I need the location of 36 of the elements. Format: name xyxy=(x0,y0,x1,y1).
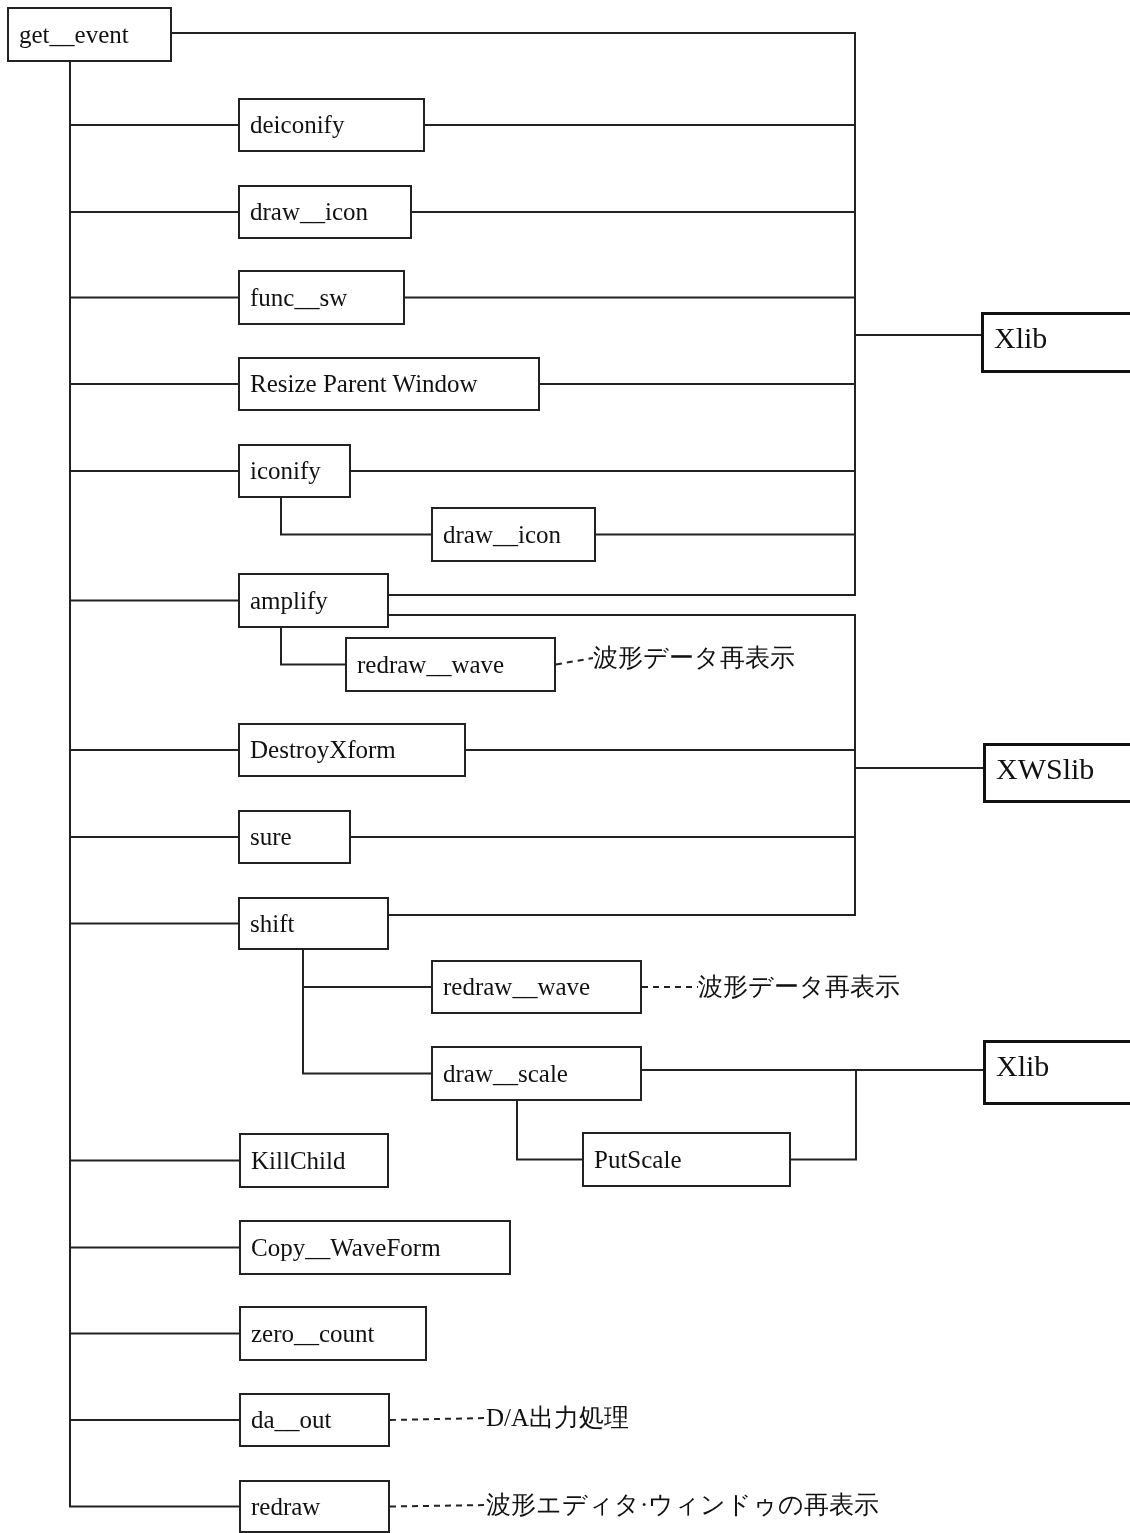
function-box: iconify xyxy=(238,444,351,498)
note-text: 波形データ再表示 xyxy=(698,972,900,1002)
function-box: KillChild xyxy=(239,1133,389,1188)
connector-line xyxy=(516,1100,583,1161)
function-box: Resize Parent Window xyxy=(238,357,540,411)
note-text: 波形データ再表示 xyxy=(593,643,795,673)
library-box: Xlib xyxy=(981,312,1130,373)
leader-line xyxy=(641,986,699,988)
function-box: DestroyXform xyxy=(238,723,466,777)
function-box: draw__scale xyxy=(431,1046,642,1101)
function-box: redraw__wave xyxy=(345,637,556,692)
connector-line xyxy=(280,497,432,536)
function-box: Copy__WaveForm xyxy=(239,1220,511,1275)
function-box: redraw xyxy=(239,1480,390,1533)
function-box: amplify xyxy=(238,573,389,628)
library-box: XWSlib xyxy=(983,743,1130,803)
function-box: sure xyxy=(238,810,351,864)
connector-line xyxy=(790,1069,984,1161)
function-box: get__event xyxy=(7,7,172,62)
function-box: draw__icon xyxy=(431,507,596,562)
note-text: D/A出力処理 xyxy=(486,1403,630,1433)
function-box: func__sw xyxy=(238,270,405,325)
connector-line xyxy=(302,949,432,1075)
function-box: PutScale xyxy=(582,1132,791,1187)
leader-line xyxy=(555,657,594,666)
function-box: deiconify xyxy=(238,98,425,152)
connector-line xyxy=(280,627,346,666)
note-text: 波形エディタ·ウィンドゥの再表示 xyxy=(486,1490,880,1520)
function-box: redraw__wave xyxy=(431,960,642,1014)
function-box: zero__count xyxy=(239,1306,427,1361)
function-box: da__out xyxy=(239,1393,390,1447)
function-box: draw__icon xyxy=(238,185,412,239)
library-box: Xlib xyxy=(983,1040,1130,1105)
leader-line xyxy=(389,1504,487,1508)
leader-line xyxy=(389,1417,487,1421)
function-box: shift xyxy=(238,897,389,950)
